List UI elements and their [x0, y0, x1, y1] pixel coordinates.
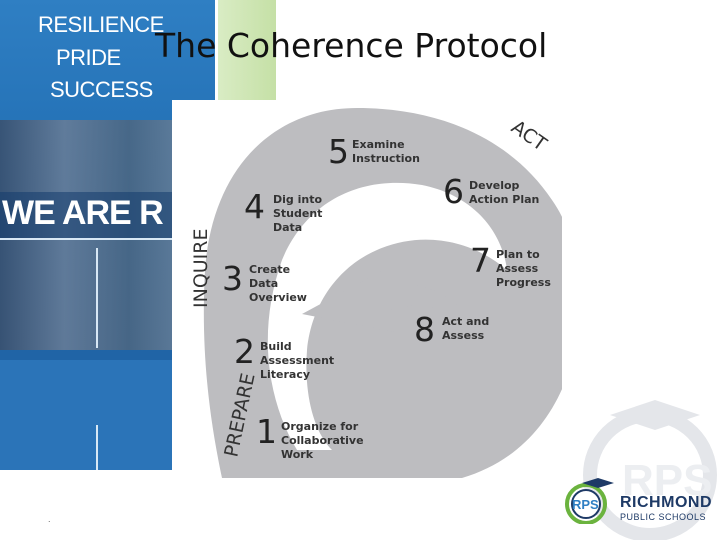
step-label: Student [273, 207, 322, 220]
divider-line [0, 238, 215, 240]
step-label: Action Plan [469, 193, 539, 206]
tagline-pride: PRIDE [56, 45, 121, 70]
step-label: Develop [469, 179, 520, 192]
step-label: Assess [442, 329, 485, 342]
spiral-graphic: PREPARE INQUIRE ACT 1 Organize for Colla… [190, 108, 580, 478]
step-label: Collaborative [281, 434, 364, 447]
green-accent-bar [218, 0, 276, 100]
watermark-text: RPS [622, 456, 712, 505]
step-label: Progress [496, 276, 551, 289]
step-label: Examine [352, 138, 405, 151]
step-number: 7 [470, 241, 491, 280]
divider-line [96, 425, 98, 470]
step-number: 4 [244, 187, 265, 226]
step-label: Assess [496, 262, 539, 275]
step-label: Data [273, 221, 302, 234]
phase-label-inquire: INQUIRE [190, 229, 212, 309]
coherence-diagram: PREPARE INQUIRE ACT 1 Organize for Colla… [172, 100, 580, 478]
step-label: Dig into [273, 193, 322, 206]
logo-subtitle: PUBLIC SCHOOLS [620, 512, 707, 522]
rps-watermark: RPS [583, 400, 717, 540]
step-label: Plan to [496, 248, 540, 261]
step-label: Literacy [260, 368, 310, 381]
logo-name: RICHMOND [620, 494, 712, 511]
slide-title: The Coherence Protocol [155, 26, 548, 65]
logo-badge-text: RPS [572, 497, 599, 512]
footer-mark: . [48, 514, 51, 524]
step-number: 5 [328, 132, 349, 171]
tagline-success: SUCCESS [50, 77, 153, 102]
step-label: Organize for [281, 420, 359, 433]
rps-logo: RPS RICHMOND PUBLIC SCHOOLS [558, 474, 712, 524]
step-label: Data [249, 277, 278, 290]
spiral-inner-gap [267, 182, 507, 450]
spiral-arrowhead [302, 268, 472, 332]
banner-slogan: WE ARE R [2, 194, 164, 232]
step-number: 1 [256, 412, 277, 451]
step-number: 6 [443, 172, 464, 211]
step-label: Build [260, 340, 292, 353]
step-label: Create [249, 263, 290, 276]
step-label: Overview [249, 291, 307, 304]
step-label: Act and [442, 315, 489, 328]
step-number: 3 [222, 259, 243, 298]
step-label: Instruction [352, 152, 420, 165]
divider-line [96, 248, 98, 348]
rps-badge-icon: RPS [565, 478, 614, 524]
step-number: 8 [414, 310, 435, 349]
step-label: Assessment [260, 354, 334, 367]
step-number: 2 [234, 332, 255, 371]
tagline-resilience: RESILIENCE [38, 12, 164, 37]
phase-label-act: ACT [507, 116, 551, 156]
step-label: Work [281, 448, 314, 461]
